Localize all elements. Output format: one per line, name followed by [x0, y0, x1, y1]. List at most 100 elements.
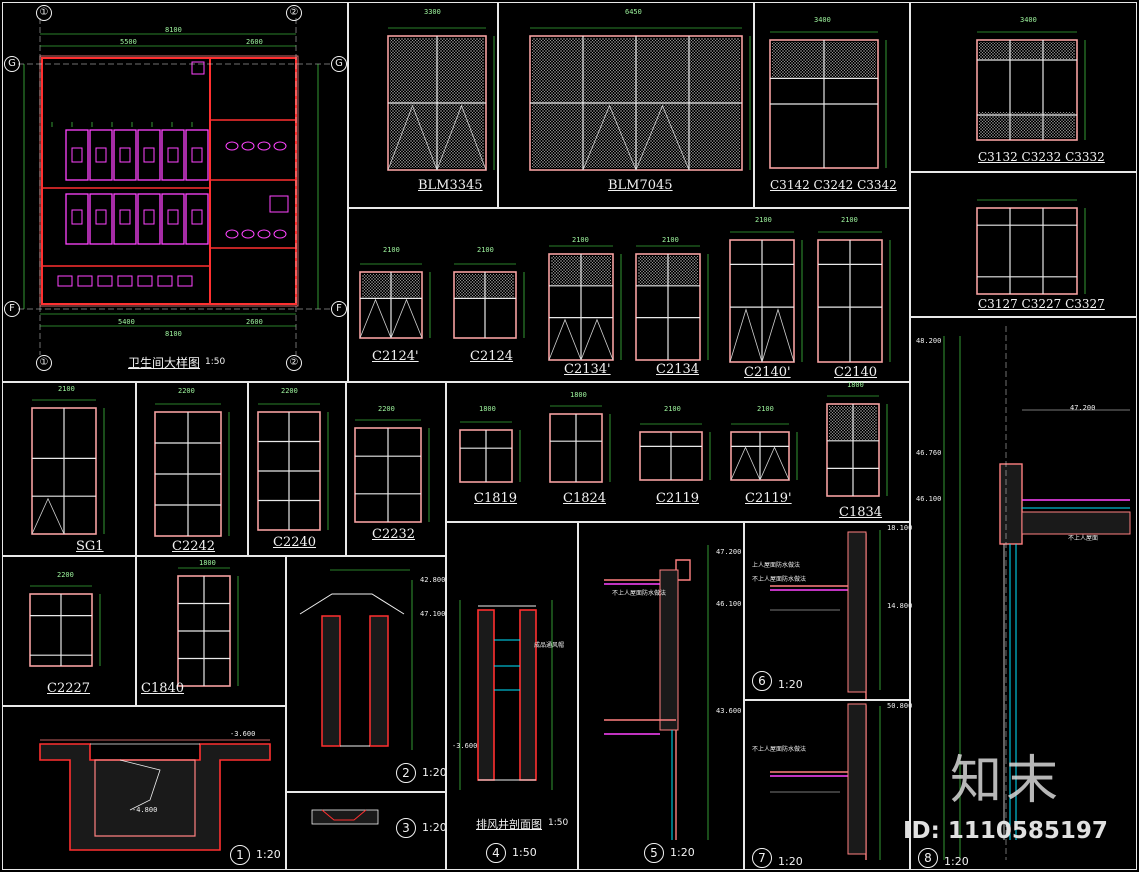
- dim-c1840: 1800: [199, 559, 216, 567]
- panel-c3132: [910, 2, 1137, 172]
- detail-bubble-7: 7: [752, 848, 772, 868]
- note-detail4-hood: 成品通风帽: [534, 642, 565, 649]
- win-blm3345-swing: [387, 104, 438, 171]
- label-c2232: C2232: [372, 527, 416, 542]
- elev-4800-detail1: -4.800: [132, 806, 158, 814]
- label-c1819: C1819: [474, 491, 518, 506]
- elev-47200-detail5: 47.200: [716, 548, 742, 556]
- plan-toilet: [95, 209, 107, 225]
- detail-scale-4: 1:50: [512, 846, 537, 859]
- plan-basin: [273, 229, 287, 239]
- plan-toilet: [167, 209, 179, 225]
- plan-dim-total-top: 8100: [165, 26, 182, 34]
- plan-basin: [257, 141, 271, 151]
- plan-stall: [185, 193, 209, 245]
- dim-c2240: 2200: [281, 387, 298, 395]
- detail2-wall-right: [369, 615, 389, 747]
- panel-c21-row: [348, 208, 910, 382]
- plan-dim-left-bottom: 5400: [118, 318, 135, 326]
- plan-dim-left-top: 5500: [120, 38, 137, 46]
- win-blm3345-swing: [436, 104, 487, 171]
- plan-toilet: [71, 147, 83, 163]
- plan-stall: [137, 193, 161, 245]
- detail1-pit: [39, 743, 271, 851]
- elev-50800-detail7: 50.800: [887, 702, 913, 710]
- panel-detail-2: [286, 556, 446, 792]
- plan-stall: [113, 193, 137, 245]
- win-c3132-louver-bottom: [979, 112, 1075, 138]
- panel-detail-8: [910, 317, 1137, 870]
- elev-46100-detail5: 46.100: [716, 600, 742, 608]
- axis-bubble-g-right: G: [331, 56, 347, 72]
- detail-bubble-5: 5: [644, 843, 664, 863]
- win-c3132-louver: [979, 42, 1075, 59]
- axis-bubble-g-left: G: [4, 56, 20, 72]
- dim-blm7045: 6450: [625, 8, 642, 16]
- plan-toilet: [143, 147, 155, 163]
- elev-3600-detail1: -3.600: [230, 730, 256, 738]
- detail2-wall-left: [321, 615, 341, 747]
- detail2-cap: [299, 593, 405, 615]
- panel-sg1: [2, 382, 136, 556]
- plan-urinal: [137, 275, 153, 287]
- win-c2134p-swing: [580, 318, 614, 361]
- dim-c2242: 2200: [178, 387, 195, 395]
- panel-detail-6: [744, 522, 910, 700]
- plan-toilet: [191, 147, 203, 163]
- plan-stall: [65, 129, 89, 181]
- plan-basin: [273, 141, 287, 151]
- detail-scale-3: 1:20: [422, 821, 447, 834]
- dim-sg1: 2100: [58, 385, 75, 393]
- elev-42800-detail2: 42.800: [420, 576, 446, 584]
- note-detail6-roof2: 上人屋面防水做法: [752, 562, 801, 569]
- plan-basin: [241, 141, 255, 151]
- label-c2242: C2242: [172, 539, 216, 554]
- label-blm7045: BLM7045: [608, 178, 673, 193]
- shaft-section-title: 排风井剖面图: [476, 818, 542, 831]
- panel-blm3345: [348, 2, 498, 208]
- plan-stall: [89, 129, 113, 181]
- plan-fixture: [269, 195, 289, 213]
- detail3-channel: [321, 809, 367, 821]
- label-c3132: C3132 C3232 C3332: [978, 150, 1105, 164]
- win-blm7045-swing: [635, 104, 690, 171]
- label-c2227: C2227: [47, 681, 91, 696]
- dim-c3132: 3400: [1020, 16, 1037, 24]
- label-c2124: C2124: [470, 349, 514, 364]
- plan-mop-sink: [191, 61, 205, 75]
- detail-bubble-2: 2: [396, 763, 416, 783]
- label-c2124p: C2124': [372, 349, 419, 364]
- detail-bubble-4: 4: [486, 843, 506, 863]
- win-c2119p-swing: [759, 446, 790, 481]
- elev-47100-detail2: 47.100: [420, 610, 446, 618]
- win-c3132-frame: [976, 39, 1078, 141]
- panel-floor-plan: [2, 2, 348, 382]
- label-c3142: C3142 C3242 C3342: [770, 178, 897, 192]
- detail-bubble-6: 6: [752, 671, 772, 691]
- detail6-wall: [847, 531, 867, 693]
- plan-urinal: [97, 275, 113, 287]
- dim-c3142: 3400: [814, 16, 831, 24]
- panel-c2232: [346, 382, 446, 556]
- panel-c2242: [136, 382, 248, 556]
- plan-toilet: [143, 209, 155, 225]
- axis-bubble-1-bottom: ①: [36, 355, 52, 371]
- plan-stall: [89, 193, 113, 245]
- watermark-id: ID: 1110585197: [903, 818, 1108, 844]
- detail-scale-2: 1:20: [422, 766, 447, 779]
- elev-18100-detail6: 18.100: [887, 524, 913, 532]
- detail1-break: [119, 759, 161, 811]
- panel-c3142: [754, 2, 910, 208]
- plan-stall: [137, 129, 161, 181]
- label-c2134: C2134: [656, 362, 700, 377]
- detail-scale-7: 1:20: [778, 855, 803, 868]
- detail-bubble-3: 3: [396, 818, 416, 838]
- plan-urinal: [77, 275, 93, 287]
- dim-c2124p: 2100: [383, 246, 400, 254]
- detail8-slab: [1021, 511, 1131, 535]
- label-c2140p: C2140': [744, 365, 791, 380]
- plan-basin: [225, 141, 239, 151]
- elev-14800-detail6: 14.800: [887, 602, 913, 610]
- panel-detail-1: [2, 706, 286, 870]
